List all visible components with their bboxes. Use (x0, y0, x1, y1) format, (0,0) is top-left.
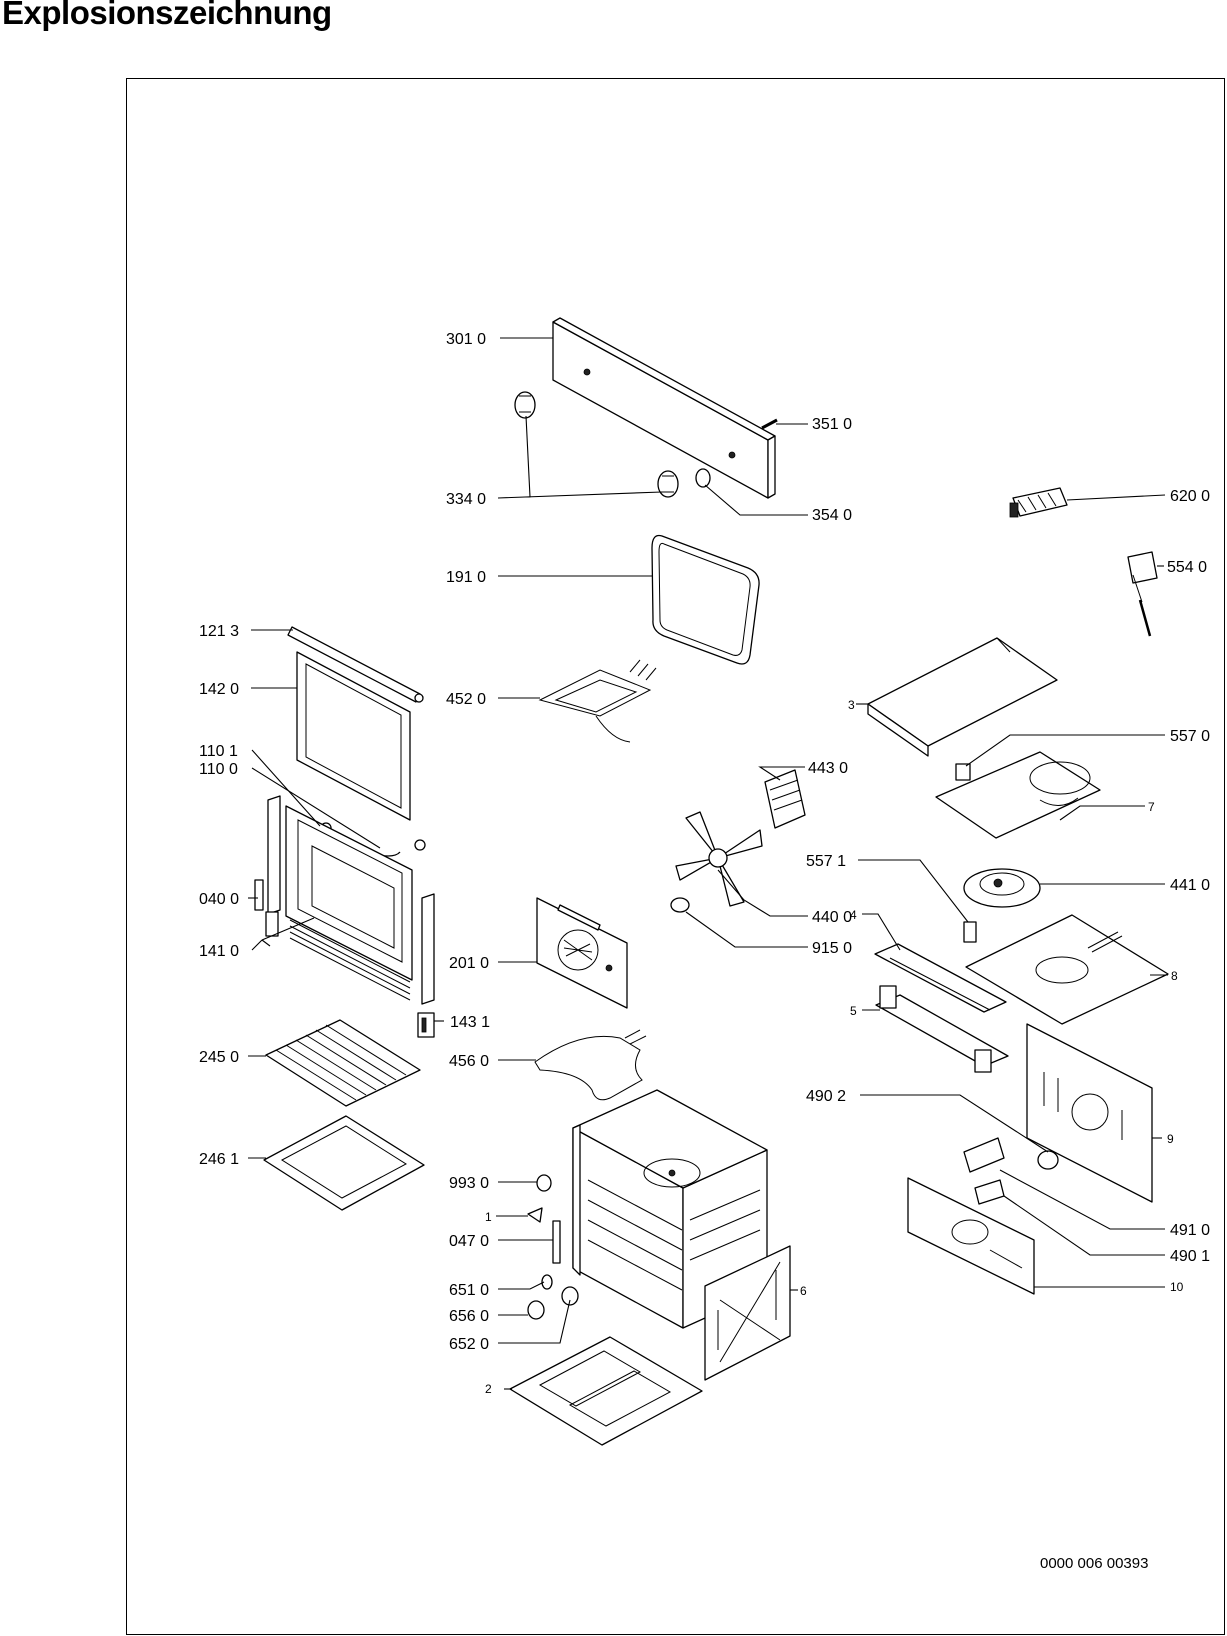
label-201-0: 201 0 (449, 955, 489, 972)
label-993-0: 993 0 (449, 1175, 489, 1192)
label-9: 9 (1167, 1132, 1174, 1146)
rear-wall-part (965, 914, 1169, 1025)
fan-cover-part (536, 897, 628, 1009)
label-2: 2 (485, 1382, 492, 1396)
bottom-plate-part (509, 1336, 703, 1446)
fan-motor-part (963, 868, 1041, 908)
document-number: 0000 006 00393 (1040, 1555, 1149, 1572)
temperature-limiter-part (955, 763, 977, 943)
label-490-1: 490 1 (1170, 1248, 1210, 1265)
label-656-0: 656 0 (449, 1308, 489, 1325)
door-hinge-part (417, 1012, 435, 1038)
control-panel-part (552, 317, 776, 499)
label-620-0: 620 0 (1170, 488, 1210, 505)
label-143-1: 143 1 (450, 1014, 490, 1031)
door-seal-part (651, 534, 760, 665)
label-651-0: 651 0 (449, 1282, 489, 1299)
base-plate-part (907, 1177, 1035, 1295)
door-handle-part (287, 626, 424, 703)
relay-part (1009, 487, 1068, 518)
label-121-3: 121 3 (199, 623, 239, 640)
label-6: 6 (800, 1284, 807, 1298)
label-557-0: 557 0 (1170, 728, 1210, 745)
fan-housing-part (935, 751, 1101, 839)
lower-heater-part (534, 1029, 647, 1101)
label-1: 1 (485, 1210, 492, 1224)
label-245-0: 245 0 (199, 1049, 239, 1066)
top-cover-part (867, 637, 1058, 757)
air-duct-part (874, 943, 1007, 1013)
label-915-0: 915 0 (812, 940, 852, 957)
label-490-2: 490 2 (806, 1088, 846, 1105)
side-panel-part (704, 1245, 791, 1381)
convection-fan-part (670, 769, 806, 913)
label-554-0: 554 0 (1167, 559, 1207, 576)
terminal-block-part (963, 1137, 1059, 1205)
upper-heater-part (538, 659, 657, 743)
label-334-0: 334 0 (446, 491, 486, 508)
label-110-0: 110 0 (199, 761, 238, 778)
label-440-0: 440 0 (812, 909, 852, 926)
knob-shaft-part (695, 468, 711, 488)
label-351-0: 351 0 (812, 416, 852, 433)
outer-glass-part (296, 651, 411, 821)
label-141-0: 141 0 (199, 943, 239, 960)
label-191-0: 191 0 (446, 569, 486, 586)
label-301-0: 301 0 (446, 331, 486, 348)
back-panel-part (1026, 1023, 1153, 1203)
label-452-0: 452 0 (446, 691, 486, 708)
label-4: 4 (850, 908, 857, 922)
inner-door-part (254, 795, 435, 1005)
oven-rack-part (265, 1019, 421, 1107)
label-456-0: 456 0 (449, 1053, 489, 1070)
page-title: Explosionszeichnung (2, 0, 332, 31)
thermostat-part (1127, 551, 1158, 637)
label-5: 5 (850, 1004, 857, 1018)
drawing-frame (126, 78, 1225, 1635)
label-040-0: 040 0 (199, 891, 239, 908)
label-441-0: 441 0 (1170, 877, 1210, 894)
label-110-1: 110 1 (199, 743, 238, 760)
label-557-1: 557 1 (806, 853, 846, 870)
small-fittings-part (527, 1174, 579, 1320)
control-knob-part (514, 391, 679, 498)
label-7: 7 (1148, 800, 1155, 814)
label-3: 3 (848, 698, 855, 712)
label-047-0: 047 0 (449, 1233, 489, 1250)
part-number-labels: 301 0 351 0 334 0 354 0 620 0 191 0 554 … (199, 331, 1210, 1396)
label-8: 8 (1171, 969, 1178, 983)
label-142-0: 142 0 (199, 681, 239, 698)
label-443-0: 443 0 (808, 760, 848, 777)
label-246-1: 246 1 (199, 1151, 239, 1168)
baking-tray-part (263, 1115, 425, 1211)
label-354-0: 354 0 (812, 507, 852, 524)
pin-part (761, 418, 778, 430)
label-10: 10 (1170, 1280, 1184, 1294)
bracket-part (875, 985, 1009, 1073)
leader-lines (248, 337, 1168, 1390)
label-652-0: 652 0 (449, 1336, 489, 1353)
label-491-0: 491 0 (1170, 1222, 1210, 1239)
